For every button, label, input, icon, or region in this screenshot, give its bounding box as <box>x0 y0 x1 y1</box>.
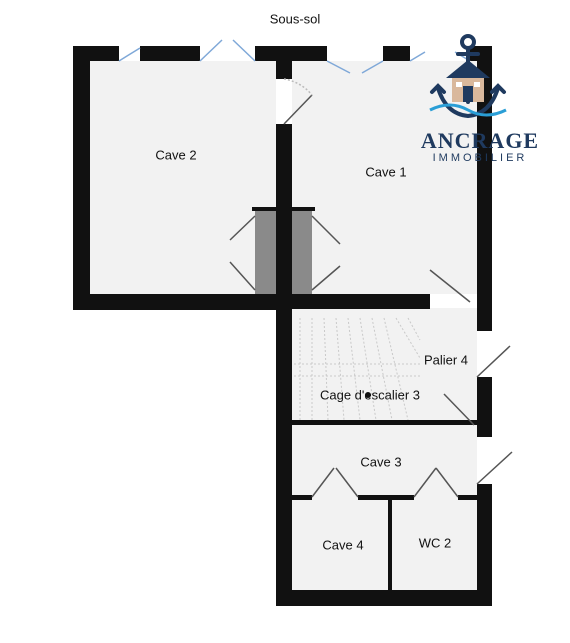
floor-cave-3 <box>292 424 477 498</box>
anchor-house-icon <box>429 34 507 119</box>
room-label-cave-4: Cave 4 <box>322 537 364 553</box>
floor-areas <box>90 61 477 590</box>
room-label-cage-escalier-3: Cage d'escalier 3 <box>319 387 421 403</box>
room-label-cave-3: Cave 3 <box>360 454 402 470</box>
logo-tagline: IMMOBILIER <box>432 152 528 164</box>
doors <box>229 78 513 498</box>
stair-direction-marker <box>365 392 371 398</box>
floor-cave-2 <box>90 61 276 295</box>
floor-cave-1 <box>292 61 477 294</box>
floor-wc-2 <box>392 498 477 590</box>
windows <box>118 39 471 74</box>
floor-cave-4 <box>292 498 388 590</box>
room-label-palier-4: Palier 4 <box>423 352 469 368</box>
logo-name: ANCRAGE <box>420 128 540 153</box>
stair-void-right <box>292 211 312 295</box>
room-label-cave-1: Cave 1 <box>365 164 407 180</box>
stair-void-left <box>255 211 277 295</box>
staircase <box>294 317 421 421</box>
room-label-cave-2: Cave 2 <box>155 147 197 163</box>
level-title: Sous-sol <box>269 11 321 27</box>
floor-palier <box>292 308 477 424</box>
room-label-wc-2: WC 2 <box>418 535 452 551</box>
ancrage-logo: ANCRAGE IMMOBILIER <box>410 30 550 180</box>
walls <box>73 46 492 606</box>
